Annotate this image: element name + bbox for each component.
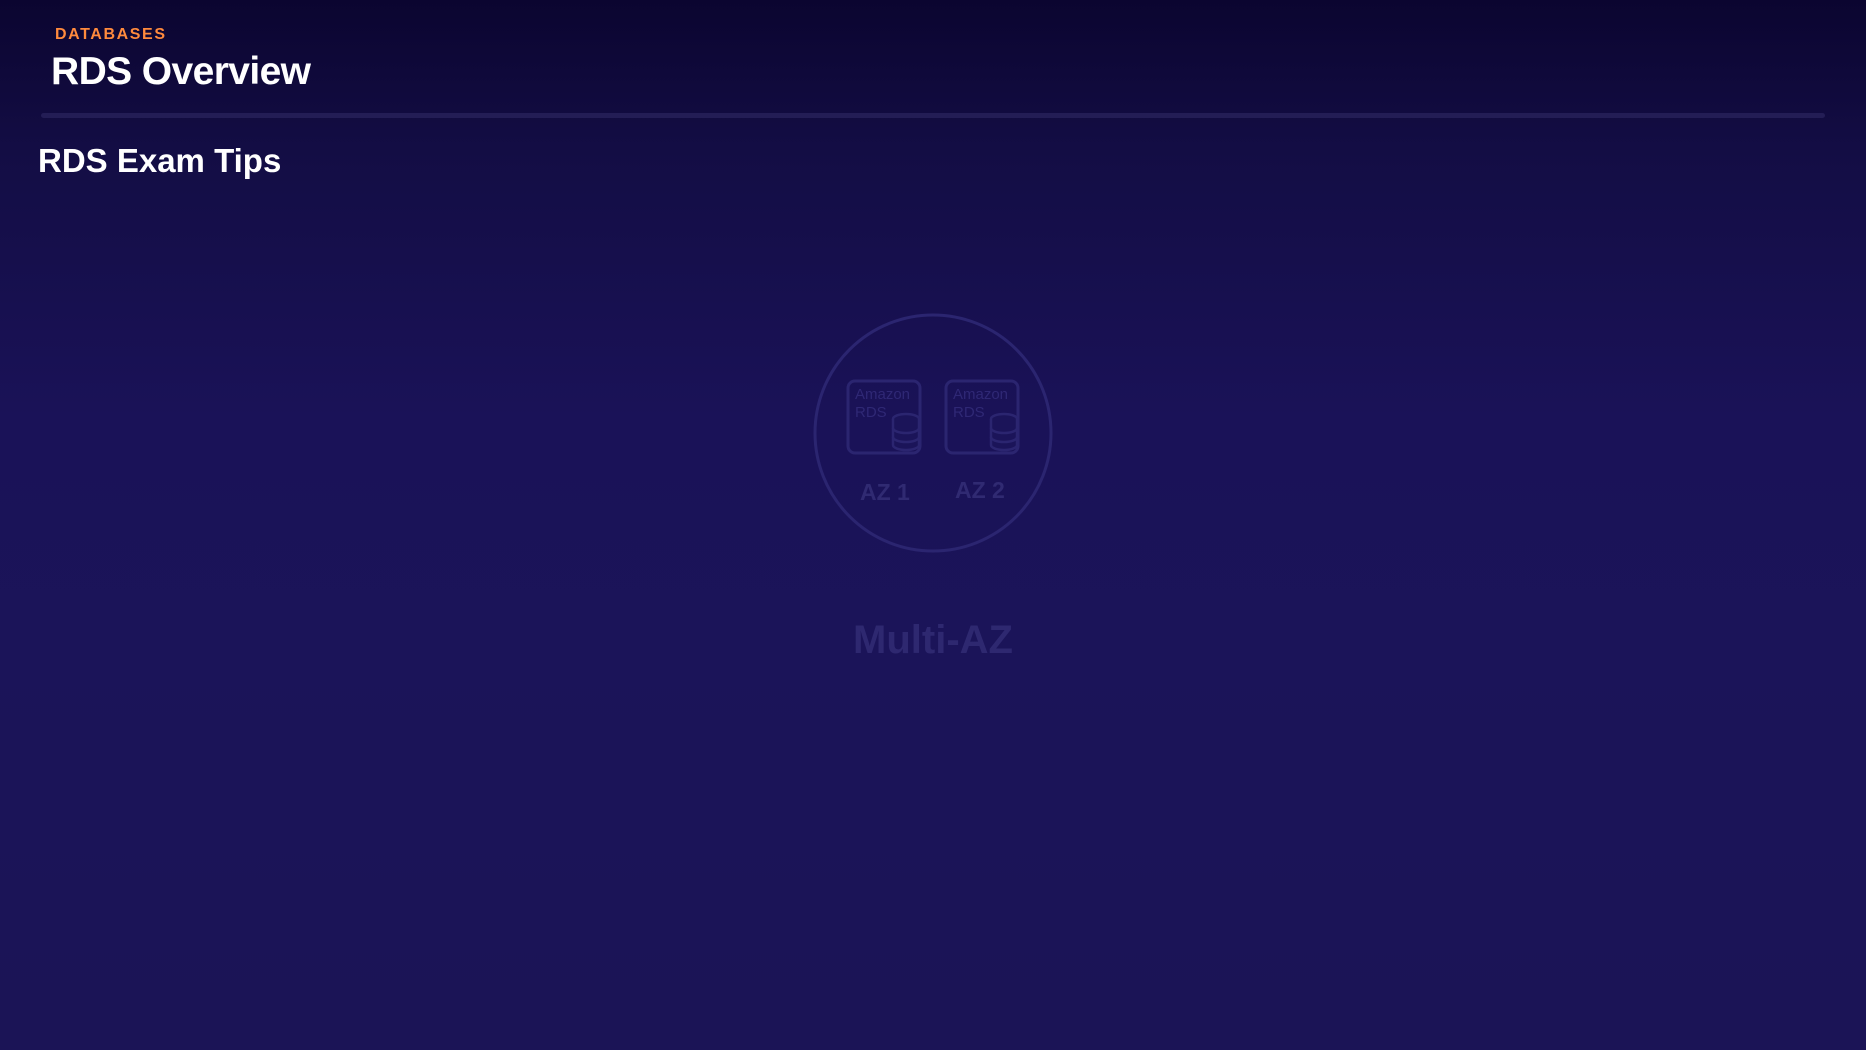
rds-instance-az2-icon xyxy=(944,379,1020,455)
rds-label-line2: RDS xyxy=(855,404,887,421)
category-label: DATABASES xyxy=(55,26,167,43)
slide-header: DATABASES RDS Overview xyxy=(0,0,1866,120)
rds-label-line1: Amazon xyxy=(953,386,1009,403)
diagram-caption: Multi-AZ xyxy=(853,618,1013,662)
page-title: RDS Overview xyxy=(51,50,311,93)
az2-label: AZ 2 xyxy=(955,477,1005,503)
az1-label: AZ 1 xyxy=(860,479,910,505)
section-title: RDS Exam Tips xyxy=(38,142,282,179)
multi-az-diagram: Amazon RDS Amazon RDS AZ 1 AZ 2 xyxy=(813,313,1053,553)
multi-az-circle-icon xyxy=(813,313,1053,553)
rds-label-line2: RDS xyxy=(953,404,985,421)
rds-service-label-az1: Amazon RDS xyxy=(855,386,910,422)
rds-label-line1: Amazon xyxy=(855,386,911,403)
rds-service-label-az2: Amazon RDS xyxy=(953,386,1008,422)
header-divider xyxy=(41,113,1825,118)
rds-instance-az1-icon xyxy=(846,379,922,455)
